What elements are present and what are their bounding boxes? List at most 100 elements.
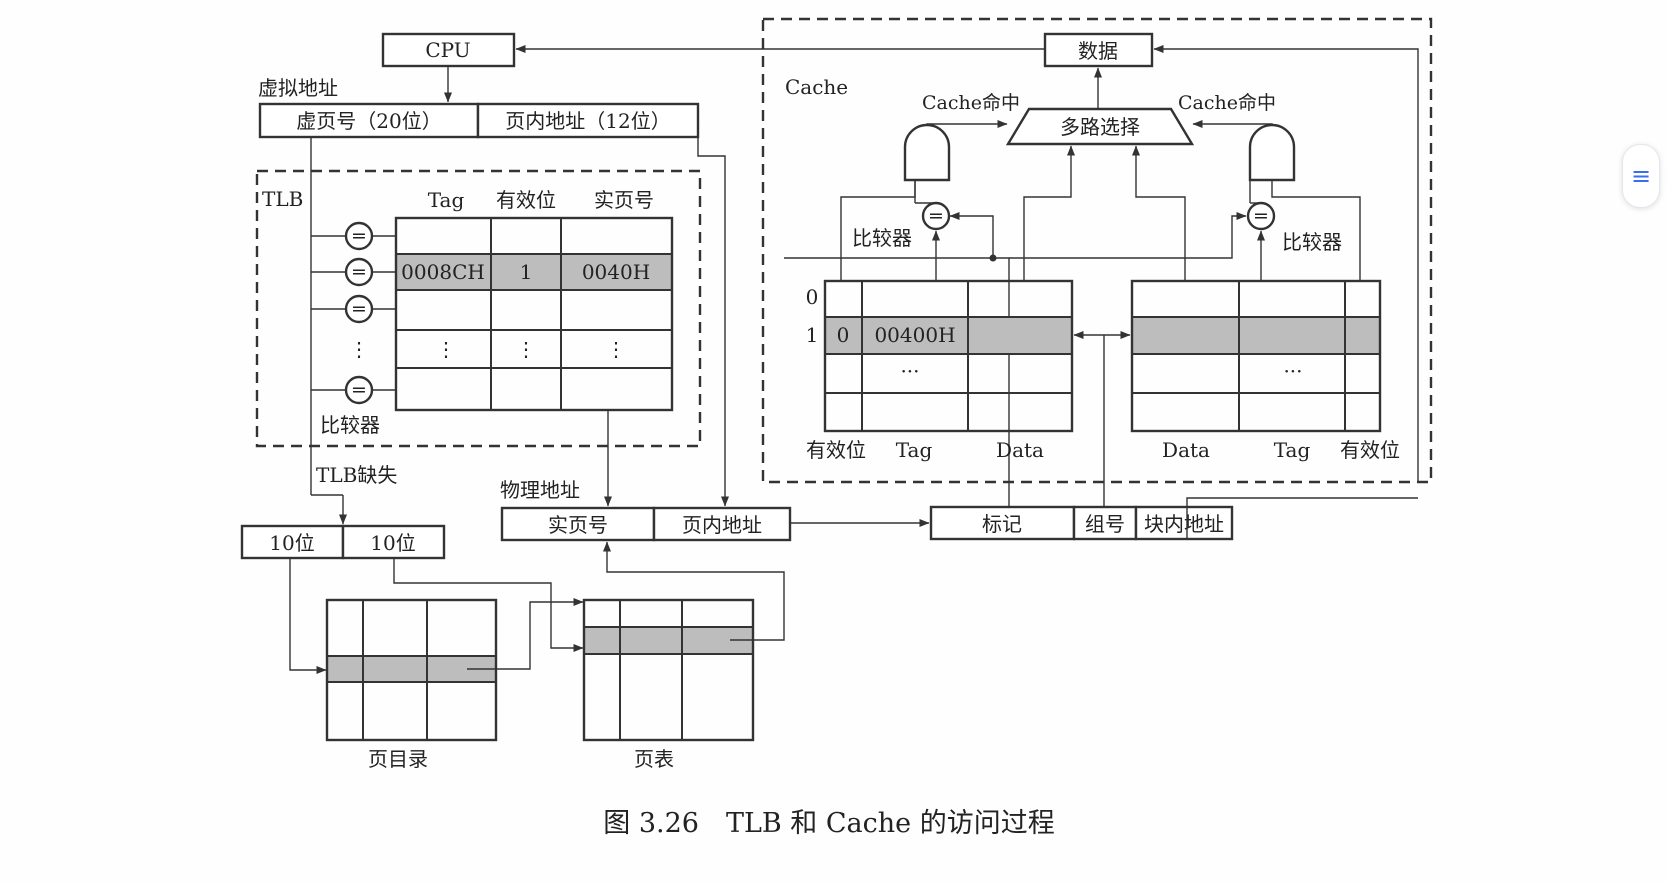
left-valid-to-gate: [840, 181, 916, 281]
comparator-left-label: 比较器: [852, 226, 912, 250]
page-table-entry: [584, 627, 753, 654]
right-data-to-mux: [1132, 145, 1186, 281]
tlb-dots-2: ⋮: [516, 337, 536, 361]
right-valid-to-gate: [1271, 181, 1361, 281]
cache-eq-right: =: [1253, 205, 1269, 227]
tlb-eq-2: =: [351, 261, 367, 283]
tlb-col-tag: Tag: [428, 188, 465, 212]
cache-set-label: 组号: [1085, 512, 1125, 536]
right-col-data: Data: [1162, 438, 1210, 462]
page-offset-label: 页内地址（12位）: [505, 109, 670, 133]
cache-hit-right-label: Cache命中: [1178, 92, 1276, 114]
cache-block-offset-field: [1134, 505, 1234, 541]
tlb-grid: [396, 218, 672, 410]
page-offset-field: [476, 102, 700, 139]
comparator-right-label: 比较器: [1282, 230, 1342, 254]
block-offset-line: [1186, 497, 1418, 540]
data-label: 数据: [1078, 39, 1118, 63]
left-col-data: Data: [996, 438, 1044, 462]
right-way-dots: ···: [1283, 359, 1302, 383]
virtual-page-number-label: 虚页号（20位）: [296, 109, 441, 133]
cache-boundary: [761, 17, 1433, 484]
right-col-tag: Tag: [1274, 438, 1311, 462]
tag-bus-to-left-cmp: [949, 212, 994, 258]
phys-page-label: 实页号: [548, 513, 608, 537]
phys-offset-field: [652, 506, 792, 542]
page-table-label: 页表: [634, 747, 674, 771]
cpu-label: CPU: [425, 38, 470, 62]
set-0-label: 0: [806, 285, 819, 309]
figure-caption: 图 3.26 TLB 和 Cache 的访问过程: [603, 808, 1054, 839]
table-index-arrow: [393, 558, 584, 652]
right-way-grid: [1132, 281, 1380, 431]
page-table-grid: [584, 600, 753, 740]
cache-block-offset-label: 块内地址: [1144, 512, 1224, 536]
left-way-grid: [825, 281, 1072, 431]
left-tag-value: 00400H: [874, 323, 955, 347]
physical-address-label: 物理地址: [500, 478, 580, 502]
multiplexer-label: 多路选择: [1060, 115, 1140, 139]
cache-label: Cache: [785, 75, 848, 99]
page-dir-grid: [327, 600, 496, 740]
left-col-tag: Tag: [896, 438, 933, 462]
tlb-col-page: 实页号: [594, 188, 654, 212]
tag-bus-junction: [989, 254, 997, 262]
dir-index-label: 10位: [269, 531, 314, 555]
cache-tag-label: 标记: [982, 512, 1022, 536]
virtual-page-number-field: [258, 102, 480, 139]
tlb-miss-label: TLB缺失: [316, 463, 397, 487]
tlb-eq-3: =: [351, 298, 367, 320]
tlb-dots-3: ⋮: [606, 337, 626, 361]
dir-to-table-arrow: [467, 598, 584, 670]
virtual-address-label: 虚拟地址: [258, 76, 338, 100]
tlb-entry-tag: 0008CH: [401, 260, 485, 284]
left-valid-bit: 0: [837, 323, 850, 347]
side-menu-button[interactable]: ≡: [1622, 144, 1660, 208]
cache-set-field: [1072, 505, 1138, 541]
block-offset-to-data-arrow: [1153, 45, 1419, 481]
tlb-hit-row: [396, 254, 672, 290]
tlb-entry-valid: 1: [520, 260, 533, 284]
tag-bus-to-right-cmp: [1009, 212, 1247, 259]
tlb-col-valid: 有效位: [496, 188, 556, 212]
tlb-boundary: [255, 169, 702, 448]
page-directory-table: [325, 598, 498, 742]
table-index-field: [341, 524, 446, 560]
hit-left-to-mux: [926, 120, 1008, 128]
cache-left-way: [823, 279, 1074, 433]
tlb-entry-page: 0040H: [582, 260, 650, 284]
page-table: [582, 598, 755, 742]
tlb-comparator-label: 比较器: [320, 413, 380, 437]
left-way-dots: ···: [900, 359, 919, 383]
tlb-eq-1: =: [351, 225, 367, 247]
tlb-comparators: [310, 137, 396, 495]
tlb-table: [394, 216, 674, 412]
hit-and-gate-right: [1248, 123, 1296, 182]
tlb-label: TLB: [262, 187, 303, 211]
cache-right-way: [1130, 279, 1382, 433]
left-col-valid: 有效位: [806, 438, 866, 462]
phys-page-field: [500, 506, 656, 542]
left-data-to-mux: [1023, 145, 1075, 281]
data-box: [1043, 32, 1154, 68]
hit-right-to-mux: [1192, 120, 1273, 128]
cache-hit-left-label: Cache命中: [922, 92, 1020, 114]
cache-eq-left: =: [928, 205, 944, 227]
phys-offset-label: 页内地址: [682, 513, 762, 537]
multiplexer: [1005, 107, 1195, 146]
dir-index-arrow: [289, 558, 327, 674]
tlb-comparator-dots: ⋮: [349, 337, 369, 361]
right-col-valid: 有效位: [1340, 438, 1400, 462]
table-index-label: 10位: [370, 531, 415, 555]
right-way-hit-row: [1132, 317, 1380, 354]
left-way-hit-row: [825, 317, 1072, 354]
menu-icon: ≡: [1630, 162, 1652, 190]
dir-index-field: [240, 524, 345, 560]
set-1-label: 1: [806, 323, 819, 347]
offset-to-phys-arrow: [697, 121, 729, 507]
hit-and-gate-left: [903, 123, 951, 182]
page-directory-label: 页目录: [368, 747, 428, 771]
tlb-eq-4: =: [351, 379, 367, 401]
table-to-phys-arrow: [603, 541, 785, 641]
